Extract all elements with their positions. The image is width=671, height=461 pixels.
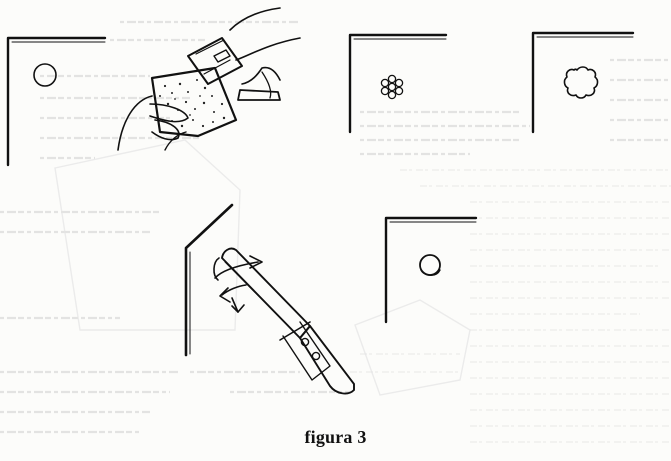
scalloped-hole xyxy=(563,66,599,99)
panel-deburring-tool xyxy=(184,203,355,395)
bleed-through-text xyxy=(0,20,671,443)
fitted-button xyxy=(419,254,441,276)
panel-round-hole xyxy=(6,36,107,167)
figure-caption: figura 3 xyxy=(304,427,367,447)
panel-scalloped-hole xyxy=(531,31,635,134)
drill-hole-pattern xyxy=(380,74,404,100)
panel-fitted-button xyxy=(384,216,478,324)
panel-drilled-pattern xyxy=(348,33,448,134)
hands-filing-sticker xyxy=(117,7,301,151)
round-hole xyxy=(33,63,57,87)
rotation-arrow-icon xyxy=(214,255,263,313)
